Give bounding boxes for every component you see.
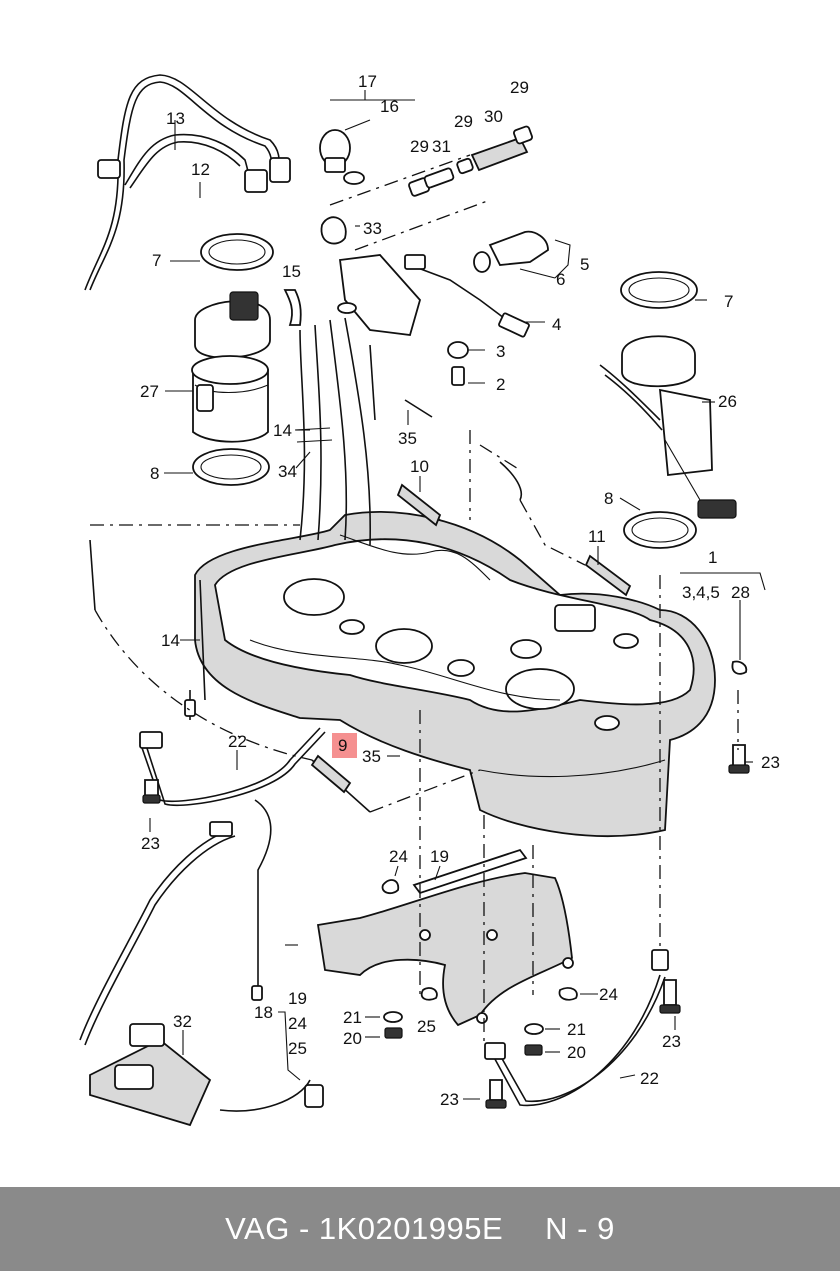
hoses [283, 289, 632, 597]
callout-7-left: 7 [152, 251, 161, 270]
separator: - [298, 1211, 310, 1246]
callout-30: 30 [484, 107, 503, 126]
callout-29-mid: 29 [454, 112, 473, 131]
tank-straps [139, 727, 669, 1107]
callout-32: 32 [173, 1012, 192, 1031]
callout-7-right: 7 [724, 292, 733, 311]
callout-20-left: 20 [343, 1029, 362, 1048]
callout-14-lower: 14 [161, 631, 180, 650]
callout-19-top: 19 [430, 847, 449, 866]
callout-21-right: 21 [567, 1020, 586, 1039]
callout-33: 33 [363, 219, 382, 238]
callout-35-lower: 35 [362, 747, 381, 766]
callout-24-side: 24 [288, 1014, 307, 1033]
callout-18: 18 [254, 1003, 273, 1022]
brand-label: VAG [225, 1211, 290, 1246]
callout-23-bottom-right: 23 [662, 1032, 681, 1051]
callout-27: 27 [140, 382, 159, 401]
callout-23-bottom: 23 [440, 1090, 459, 1109]
callout-14-upper: 14 [273, 421, 292, 440]
callout-29-left: 29 [410, 137, 429, 156]
callout-6: 6 [556, 270, 565, 289]
connector-parts [404, 230, 549, 386]
leader-lines [149, 90, 766, 1100]
wiring-harness [79, 799, 324, 1127]
callout-3: 3 [496, 342, 505, 361]
exploded-parts-diagram: 17 16 29 29 29 30 31 13 12 33 5 6 4 7 7 … [79, 72, 780, 1127]
callout-4: 4 [552, 315, 561, 334]
callout-9: 9 [338, 736, 347, 755]
callout-13: 13 [166, 109, 185, 128]
callout-23-right: 23 [761, 753, 780, 772]
callout-29-top-right: 29 [510, 78, 529, 97]
callout-28: 28 [731, 583, 750, 602]
callout-11: 11 [588, 527, 606, 546]
part-number-footer: VAG - 1K0201995E N - 9 [0, 1187, 840, 1271]
callout-19-side: 19 [288, 989, 307, 1008]
side-lines [89, 539, 206, 720]
callout-10: 10 [410, 457, 429, 476]
callout-24-top: 24 [389, 847, 408, 866]
fuel-tank [194, 511, 716, 837]
callout-35-upper: 35 [398, 429, 417, 448]
filter-parts [319, 119, 533, 245]
callout-26: 26 [718, 392, 737, 411]
callout-25-center: 25 [417, 1017, 436, 1036]
highlight-box [332, 733, 357, 758]
callout-8-right: 8 [604, 489, 613, 508]
callout-5: 5 [580, 255, 589, 274]
callout-25-side: 25 [288, 1039, 307, 1058]
callout-3-4-5: 3,4,5 [682, 583, 720, 602]
callouts: 17 16 29 29 29 30 31 13 12 33 5 6 4 7 7 … [140, 72, 780, 1109]
part-9-highlight [310, 733, 371, 813]
callout-34: 34 [278, 462, 297, 481]
fuel-lines-12-13 [84, 74, 291, 291]
diagram-position: N - 9 [545, 1211, 615, 1246]
callout-1: 1 [708, 548, 717, 567]
callout-17: 17 [358, 72, 377, 91]
callout-20-right: 20 [567, 1043, 586, 1062]
callout-8-left: 8 [150, 464, 159, 483]
callout-22-right: 22 [640, 1069, 659, 1088]
fasteners [142, 660, 750, 1109]
callout-16: 16 [380, 97, 399, 116]
fuel-pump-left [191, 233, 274, 486]
callout-12: 12 [191, 160, 210, 179]
callout-15: 15 [282, 262, 301, 281]
callout-24-right: 24 [599, 985, 618, 1004]
callout-21-left: 21 [343, 1008, 362, 1027]
filler-neck [299, 254, 422, 546]
callout-23-left: 23 [141, 834, 160, 853]
callout-2: 2 [496, 375, 505, 394]
assembly-lines [90, 154, 739, 1045]
part-number: 1K0201995E [318, 1211, 504, 1246]
callout-31: 31 [432, 137, 451, 156]
fuel-sender-right [599, 271, 737, 549]
heat-shield [316, 848, 574, 1027]
callout-22-left: 22 [228, 732, 247, 751]
